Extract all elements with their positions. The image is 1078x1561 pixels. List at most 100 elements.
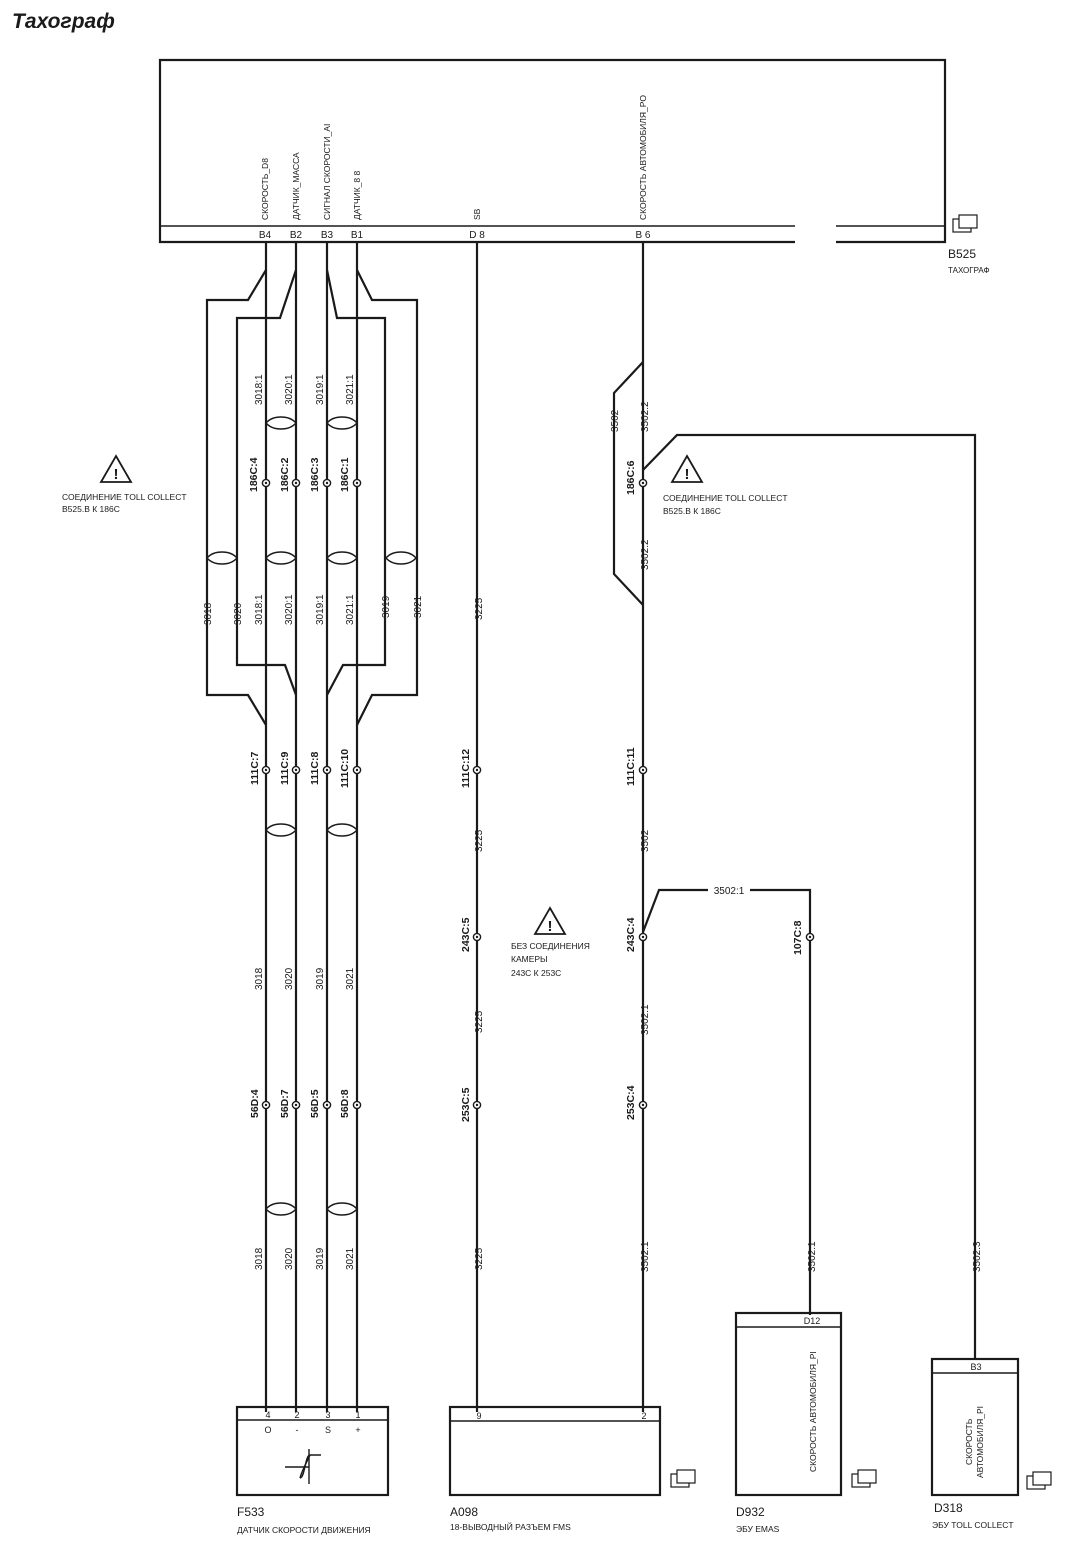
pin-label: D12 xyxy=(804,1316,821,1326)
connector-icon xyxy=(638,932,648,942)
wire-label: 3502 xyxy=(640,829,651,852)
component-name: 18-ВЫВОДНЫЙ РАЗЪЕМ FMS xyxy=(450,1521,571,1532)
connector-icon xyxy=(352,765,362,775)
connector-icon xyxy=(291,1100,301,1110)
connector-icon xyxy=(638,1100,648,1110)
signal-vehicle-speed-po: СКОРОСТЬ АВТОМОБИЛЯ_PO xyxy=(638,95,648,220)
wire-label: 3019 xyxy=(315,1247,326,1270)
connector-icon xyxy=(472,765,482,775)
note-text: 243C К 253C xyxy=(511,968,561,978)
component-name: ЭБУ TOLL COLLECT xyxy=(932,1520,1014,1530)
note-text: КАМЕРЫ xyxy=(511,954,548,964)
wire-label: 3020 xyxy=(284,1247,295,1270)
twist-icon xyxy=(326,551,358,565)
warning-icon xyxy=(534,907,566,936)
pin-mark: + xyxy=(355,1425,360,1435)
wire-label: 3502 xyxy=(610,409,621,432)
signal-speed-ai: СИГНАЛ СКОРОСТИ_AI xyxy=(322,124,332,220)
component-id: F533 xyxy=(237,1505,265,1519)
wire-label: 3502:1 xyxy=(807,1241,818,1272)
component-signal: СКОРОСТЬ xyxy=(964,1418,974,1465)
connector-label: 253C:4 xyxy=(625,1085,637,1120)
component-id: D932 xyxy=(736,1505,765,1519)
pin-mark: O xyxy=(264,1425,271,1435)
twist-icon xyxy=(265,551,297,565)
tachograph-name: ТАХОГРАФ xyxy=(948,266,990,275)
twist-icon xyxy=(265,823,297,837)
pin-label: 1 xyxy=(355,1410,360,1420)
connector-label: 56D:5 xyxy=(309,1089,321,1118)
connector-label: 243C:4 xyxy=(625,917,637,952)
document-icon xyxy=(1026,1471,1052,1490)
connector-icon xyxy=(472,932,482,942)
tachograph-box xyxy=(158,58,947,244)
wire-label: 3018:1 xyxy=(254,594,265,625)
document-icon xyxy=(670,1469,696,1488)
connector-label: 243C:5 xyxy=(460,917,472,952)
twist-icon xyxy=(326,1202,358,1216)
component-name: ЭБУ EMAS xyxy=(736,1524,780,1534)
page-title: Тахограф xyxy=(12,10,115,33)
connector-icon xyxy=(638,765,648,775)
wire-label: 3225 xyxy=(474,597,485,620)
connector-icon xyxy=(322,1100,332,1110)
connector-label: 111C:7 xyxy=(249,752,261,785)
connector-icon xyxy=(805,932,815,942)
wire-label: 3502:1 xyxy=(714,886,745,897)
pin-b1: B1 xyxy=(351,230,364,241)
connector-icon xyxy=(261,765,271,775)
pin-label: 2 xyxy=(641,1411,646,1421)
twist-icon xyxy=(265,1202,297,1216)
connector-icon xyxy=(472,1100,482,1110)
connector-label: 56D:7 xyxy=(279,1089,291,1118)
pin-b6: B 6 xyxy=(635,230,650,241)
wire-label: 3225 xyxy=(474,1010,485,1033)
wire-label: 3020 xyxy=(284,967,295,990)
note-text: СОЕДИНЕНИЕ TOLL COLLECT xyxy=(62,492,187,502)
pin-label: 9 xyxy=(476,1411,481,1421)
component-signal: СКОРОСТЬ АВТОМОБИЛЯ_PI xyxy=(808,1351,818,1472)
connector-icon xyxy=(352,1100,362,1110)
wire-label: 3225 xyxy=(474,829,485,852)
wire-label: 3502:1 xyxy=(640,1241,651,1272)
twist-icon xyxy=(326,416,358,430)
pin-b2: B2 xyxy=(290,230,303,241)
connector-label: 253C:5 xyxy=(460,1087,472,1122)
pin-b4: B4 xyxy=(259,230,272,241)
wire-label: 3021 xyxy=(345,967,356,990)
connector-icon xyxy=(261,1100,271,1110)
wire-label: 3018 xyxy=(254,1247,265,1270)
connector-icon xyxy=(291,478,301,488)
connector-icon xyxy=(638,478,648,488)
wire-label: 3502:2 xyxy=(640,539,651,570)
wire-label: 3502:2 xyxy=(640,401,651,432)
wire-label: 3019 xyxy=(381,595,392,618)
twist-icon xyxy=(385,551,417,565)
wire-label: 3020:1 xyxy=(284,594,295,625)
document-icon xyxy=(851,1469,877,1488)
twist-icon xyxy=(326,823,358,837)
connector-icon xyxy=(322,765,332,775)
pin-d8: D 8 xyxy=(469,230,485,241)
connector-label: 111C:9 xyxy=(279,752,291,785)
pin-label: 2 xyxy=(294,1410,299,1420)
connector-label: 111C:11 xyxy=(625,747,637,786)
pin-label: 4 xyxy=(265,1410,270,1420)
wire-label: 3502:1 xyxy=(640,1004,651,1035)
pin-label: B3 xyxy=(970,1362,981,1372)
connector-label: 186C:4 xyxy=(248,457,260,492)
pin-mark: S xyxy=(325,1425,331,1435)
signal-sensor-88: ДАТЧИК_8 8 xyxy=(352,171,362,220)
connector-label: 56D:4 xyxy=(249,1089,261,1118)
connector-label: 186C:3 xyxy=(309,457,321,492)
signal-mass-sensor: ДАТЧИК_МАССА xyxy=(291,152,301,220)
wire-3502 xyxy=(612,242,977,1412)
connector-icon xyxy=(261,478,271,488)
component-id: D318 xyxy=(934,1501,963,1515)
connector-icon xyxy=(322,478,332,488)
tachograph-id: B525 xyxy=(948,247,976,261)
note-text: СОЕДИНЕНИЕ TOLL COLLECT xyxy=(663,493,788,503)
pin-mark: - xyxy=(296,1425,299,1435)
wire-label: 3021 xyxy=(345,1247,356,1270)
